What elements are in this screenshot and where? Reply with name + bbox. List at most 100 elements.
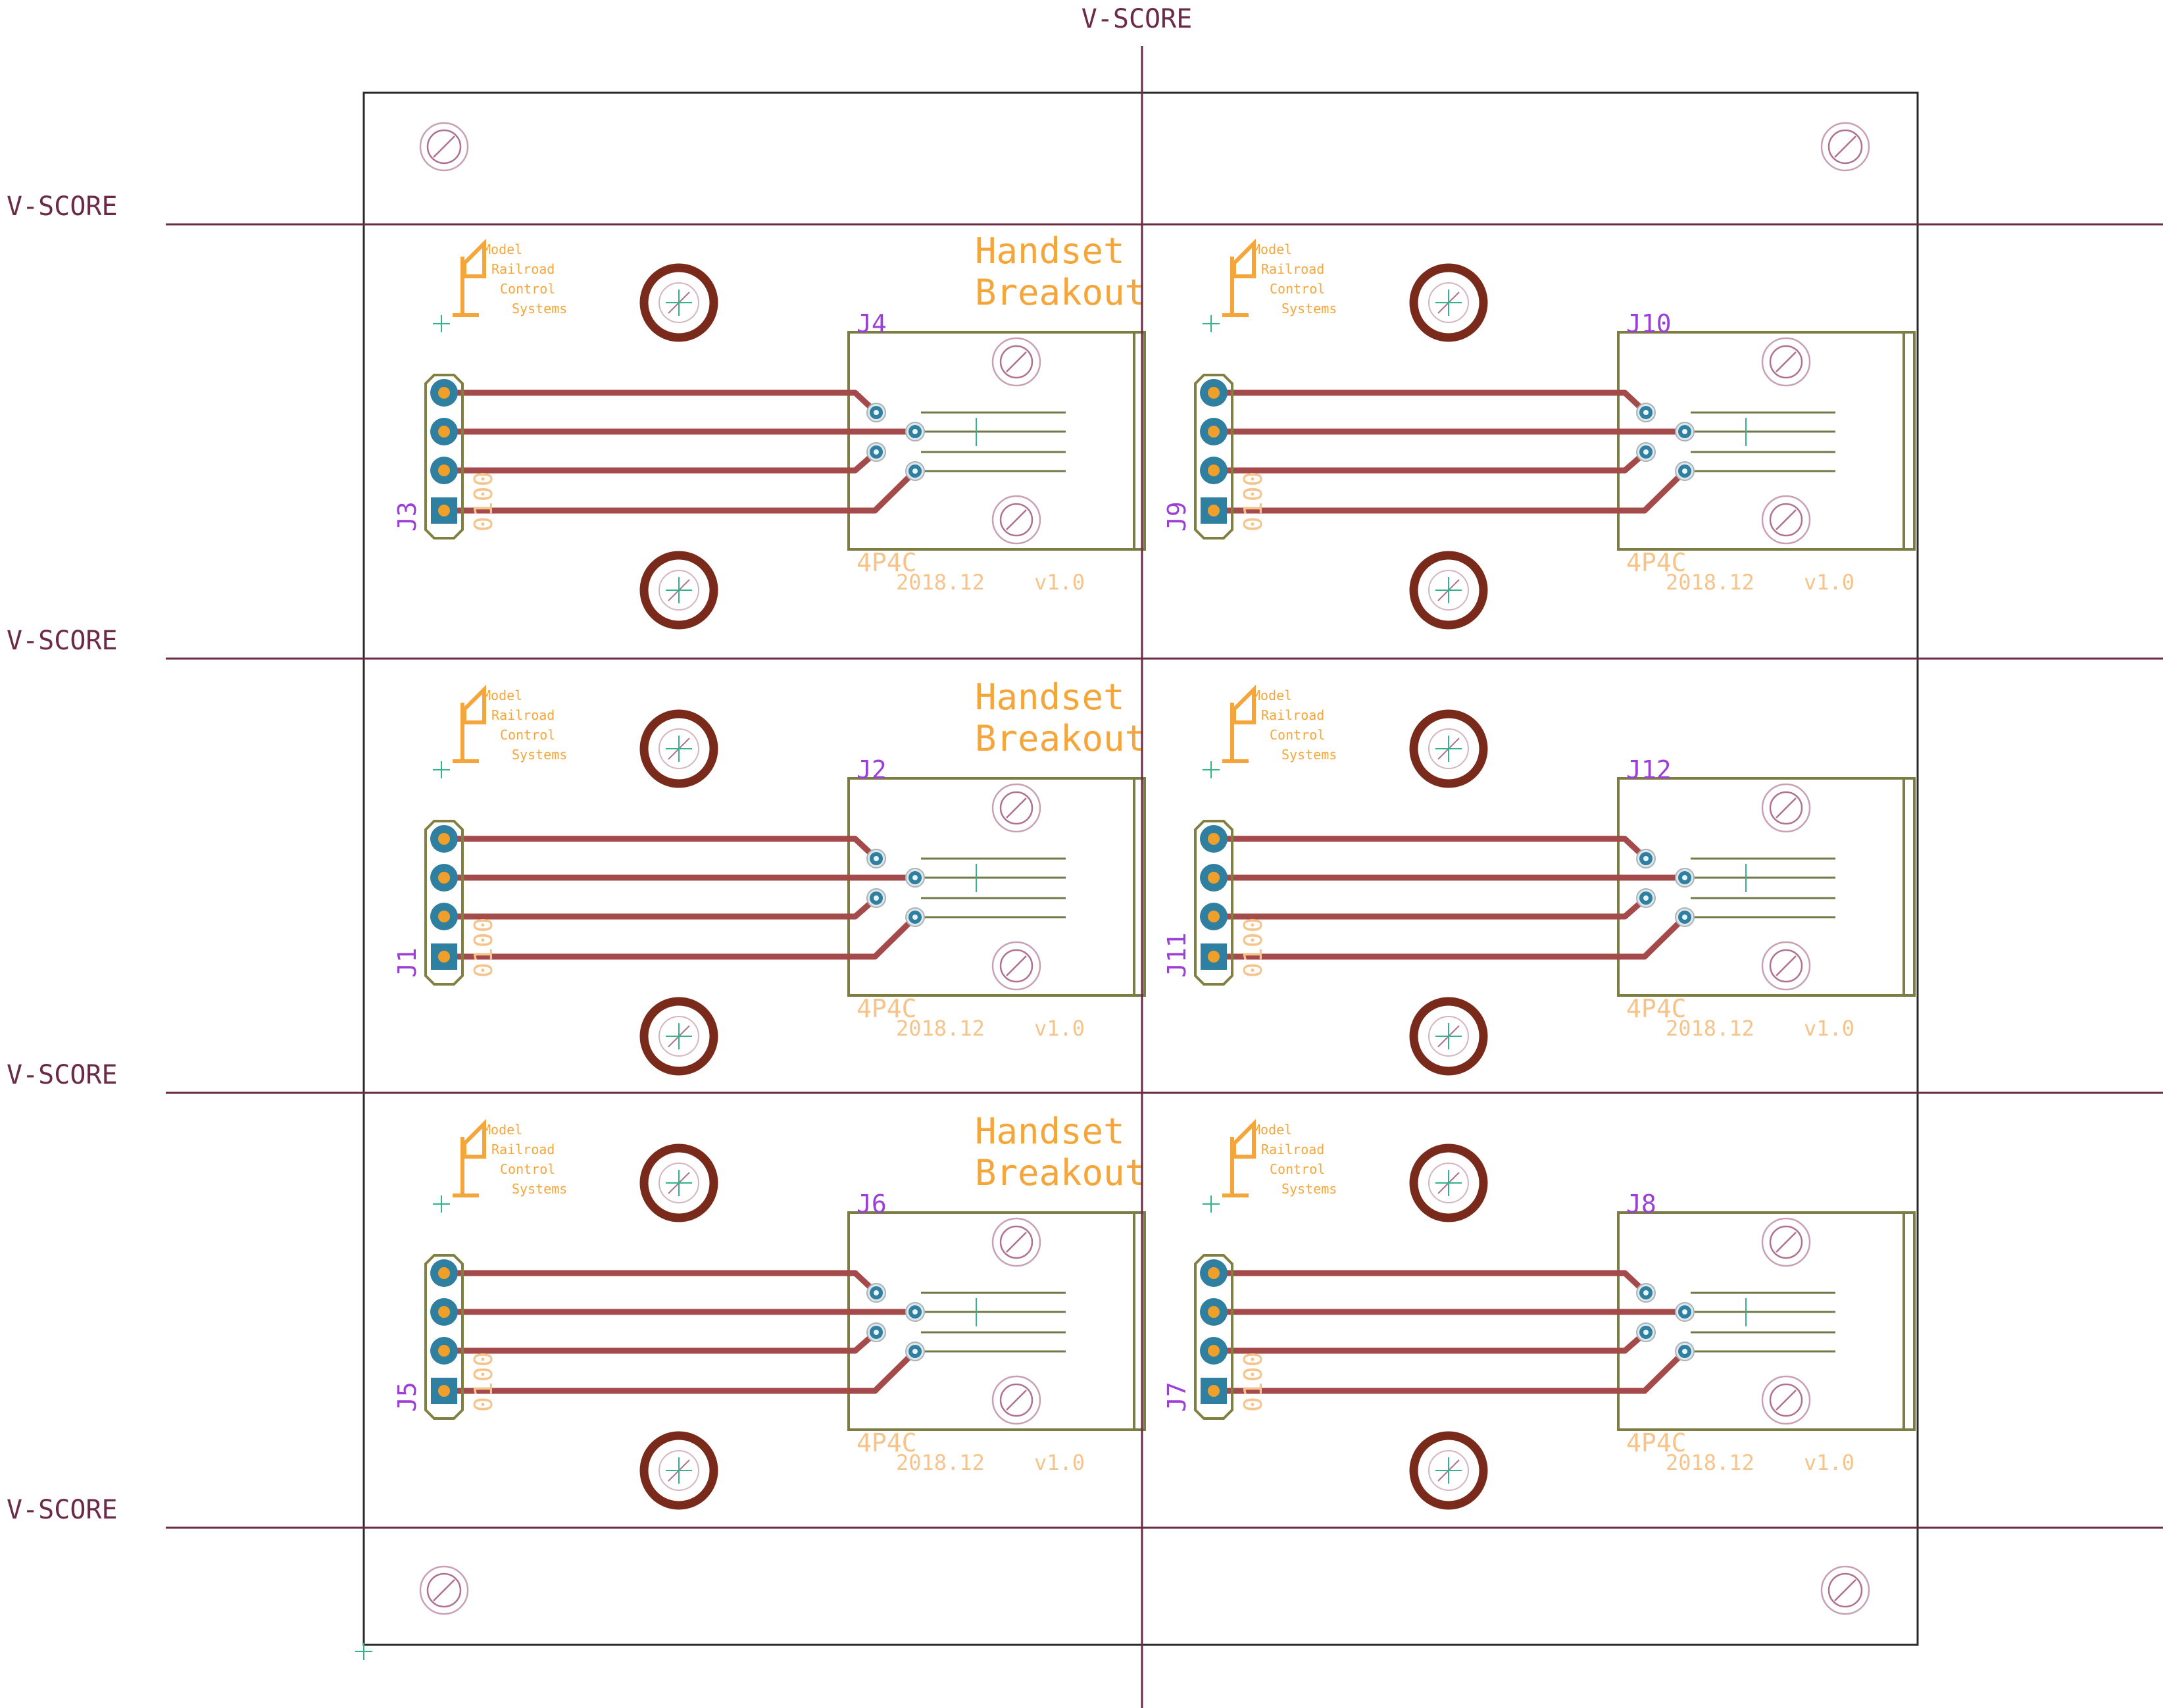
logo-text-line: Railroad (491, 261, 555, 277)
header-pad-drill (438, 833, 450, 845)
connector-pad-drill (1682, 875, 1687, 880)
header-refdes: J7 (1162, 1382, 1191, 1412)
tooling-hole-bottom-right (1820, 1565, 1870, 1615)
connector-pad-drill (912, 1349, 918, 1354)
logo-flag (1232, 1118, 1256, 1159)
connector-peg-slash (1006, 797, 1027, 818)
pin-header (1194, 374, 1233, 540)
connector-pad-drill (1682, 1309, 1687, 1315)
trace (1214, 468, 1687, 514)
connector-value: 4P4C (1626, 1428, 1687, 1457)
connector-value: 4P4C (857, 1428, 917, 1457)
module-title-line2: Breakout (975, 272, 1146, 313)
board-version: v1.0 (1804, 1016, 1854, 1041)
logo-text-line: Model (1253, 1122, 1292, 1138)
logo-base (1222, 313, 1249, 317)
connector-value: 4P4C (857, 548, 917, 577)
mounting-hole-drill (1428, 728, 1469, 769)
logo-flag (462, 684, 486, 724)
logo-text-line: Control (500, 727, 555, 743)
mounting-hole (639, 997, 718, 1076)
trace-group (444, 836, 918, 960)
tooling-hole-bottom-left (419, 1565, 469, 1615)
connector-value: 4P4C (1626, 994, 1687, 1023)
trace (1214, 836, 1649, 861)
connector-peg-slash (1776, 1232, 1797, 1253)
header-pad-drill (438, 505, 450, 516)
header-pad-drill (1208, 911, 1220, 922)
connector-peg-slash (1776, 509, 1797, 530)
connector-peg-slash (1006, 1390, 1027, 1411)
logo-flag (1232, 238, 1256, 278)
panel-outline (362, 91, 1919, 1646)
mounting-hole (639, 1143, 718, 1222)
connector-pad-drill (912, 429, 918, 434)
mounting-hole (1409, 263, 1488, 342)
module-bottom-right: ModelRailroadControlSystemsHandsetBreako… (1162, 1118, 1916, 1510)
board-date: 2018.12 (1666, 570, 1754, 595)
mounting-hole (639, 551, 718, 630)
connector-pad-drill (874, 449, 879, 455)
mounting-hole-ring (1409, 997, 1488, 1076)
board-version: v1.0 (1034, 1016, 1085, 1041)
trace (444, 1270, 879, 1295)
connector-refdes: J8 (1626, 1190, 1656, 1218)
mounting-hole (1409, 709, 1488, 788)
connector-peg-slash (1776, 351, 1797, 372)
header-pad-drill (1208, 951, 1220, 963)
tooling-hole-slash (1834, 1579, 1856, 1601)
mounting-hole-drill (1428, 1016, 1469, 1057)
header-refdes: J11 (1162, 932, 1191, 978)
logo-text-line: Systems (512, 1181, 567, 1197)
rj-connector (847, 777, 1146, 997)
connector-peg-inner (1769, 791, 1803, 825)
header-pad-drill (1208, 426, 1220, 438)
trace (1214, 389, 1649, 415)
tooling-hole-top-left (419, 122, 469, 172)
rj-connector (1617, 777, 1916, 997)
connector-peg-outer (991, 783, 1041, 833)
logo-text-line: Systems (1281, 1181, 1337, 1197)
module-middle-left: ModelRailroadControlSystemsHandsetBreako… (393, 676, 1146, 1076)
connector-peg-outer (1761, 941, 1811, 991)
connector-body (847, 331, 1146, 551)
mounting-hole-drill (659, 282, 699, 323)
logo-text-line: Model (483, 688, 522, 703)
rj-connector (847, 1211, 1146, 1431)
logo-flag (462, 238, 486, 278)
mounting-hole-drill (659, 728, 699, 769)
connector-pad-drill (912, 1309, 918, 1315)
logo-mast (1230, 703, 1234, 762)
connector-pad-drill (1643, 410, 1649, 415)
board-date: 2018.12 (896, 1016, 985, 1041)
trace (444, 1330, 878, 1354)
connector-peg-outer (1761, 1375, 1811, 1425)
connector-peg-slash (1006, 509, 1027, 530)
mounting-hole-ring (1409, 263, 1488, 342)
connector-pad-drill (874, 410, 879, 415)
tooling-hole-outer (1820, 122, 1870, 172)
mounting-hole-drill (1428, 1450, 1469, 1491)
mounting-hole-ring (1409, 1431, 1488, 1510)
header-outline (424, 820, 464, 986)
logo-text-line: Model (483, 241, 522, 257)
connector-value: 4P4C (857, 994, 917, 1023)
connector-body (1617, 777, 1916, 997)
header-pad-drill (438, 387, 450, 399)
module-title-line1: Handset (975, 1111, 1125, 1152)
connector-peg-outer (991, 1375, 1041, 1425)
logo-text-line: Control (1270, 1161, 1325, 1177)
module-top-left: ModelRailroadControlSystemsHandsetBreako… (393, 230, 1146, 630)
mounting-hole (1409, 1143, 1488, 1222)
connector-peg-inner (1769, 345, 1803, 379)
header-value: 0100 (469, 471, 498, 532)
board-date: 2018.12 (1666, 1450, 1754, 1475)
logo-text-line: Control (1270, 281, 1325, 297)
vscore-label-left: V-SCORE (7, 1495, 118, 1525)
trace (444, 389, 879, 415)
mounting-hole-ring (1409, 709, 1488, 788)
trace (444, 836, 879, 861)
tooling-hole-inner (426, 1572, 462, 1608)
